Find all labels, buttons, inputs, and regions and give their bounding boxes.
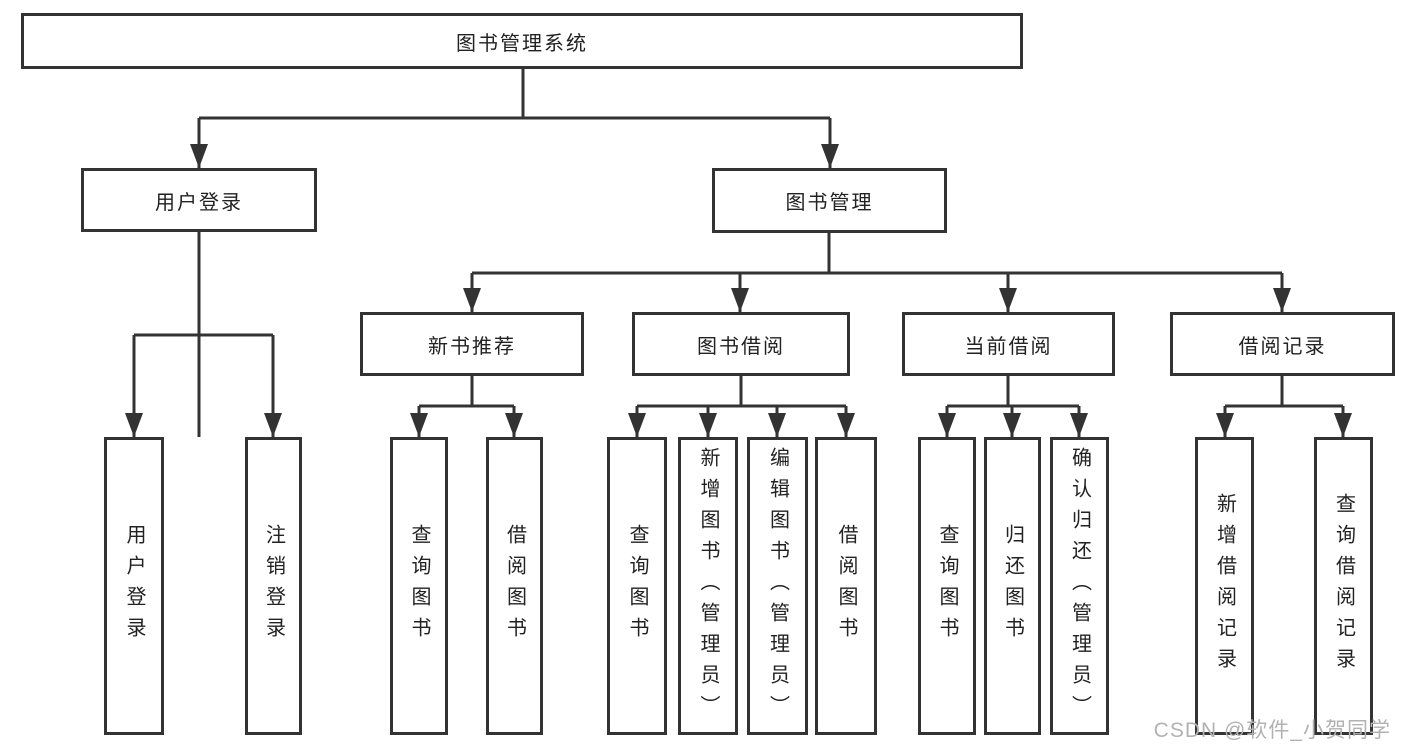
arrowhead-icon	[1003, 413, 1021, 437]
node-book-mgmt: 图书管理	[712, 168, 947, 233]
node-leaf-nbr-borrow-book: 借阅图书	[486, 437, 543, 735]
node-leaf-bb-borrow-book: 借阅图书	[815, 437, 877, 735]
node-leaf-logout: 注销登录	[245, 437, 302, 735]
node-current-borrow: 当前借阅	[902, 312, 1115, 376]
connector-user-login	[125, 232, 282, 437]
node-borrow-record: 借阅记录	[1170, 312, 1395, 376]
node-leaf-bb-edit-book-admin: 编辑图书（管理员）	[747, 437, 808, 735]
node-leaf-cb-query-book: 查询图书	[918, 437, 976, 735]
arrowhead-icon	[938, 413, 956, 437]
node-leaf-cb-return-book: 归还图书	[984, 437, 1041, 735]
node-leaf-user-login: 用户登录	[104, 437, 164, 735]
node-root: 图书管理系统	[21, 13, 1023, 69]
node-leaf-br-query-record: 查询借阅记录	[1314, 437, 1373, 735]
arrowhead-icon	[125, 413, 143, 437]
node-leaf-nbr-query-book: 查询图书	[390, 437, 448, 735]
arrowhead-icon	[731, 288, 749, 312]
node-leaf-bb-add-book-admin: 新增图书（管理员）	[678, 437, 738, 735]
connector-new-book-rec	[410, 376, 523, 437]
arrowhead-icon	[264, 413, 282, 437]
arrowhead-icon	[821, 144, 839, 168]
arrowhead-icon	[410, 413, 428, 437]
arrowhead-icon	[699, 413, 717, 437]
node-user-login: 用户登录	[81, 168, 317, 232]
connector-book-borrow	[628, 376, 855, 437]
connector-current-borrow	[938, 376, 1088, 437]
arrowhead-icon	[1070, 413, 1088, 437]
arrowhead-icon	[628, 413, 646, 437]
watermark: CSDN @软件_小贺同学	[1153, 719, 1391, 742]
connector-book-mgmt	[463, 233, 1291, 312]
node-leaf-cb-confirm-return-admin: 确认归还（管理员）	[1050, 437, 1109, 735]
node-book-borrow: 图书借阅	[632, 312, 850, 376]
arrowhead-icon	[463, 288, 481, 312]
arrowhead-icon	[190, 144, 208, 168]
arrowhead-icon	[1273, 288, 1291, 312]
arrowhead-icon	[837, 413, 855, 437]
node-leaf-br-add-record: 新增借阅记录	[1195, 437, 1254, 735]
arrowhead-icon	[505, 413, 523, 437]
arrowhead-icon	[768, 413, 786, 437]
node-new-book-rec: 新书推荐	[360, 312, 584, 376]
node-leaf-bb-query-book: 查询图书	[607, 437, 667, 735]
connector-root	[190, 69, 839, 437]
arrowhead-icon	[1334, 413, 1352, 437]
connector-borrow-record	[1216, 376, 1352, 437]
arrowhead-icon	[1216, 413, 1234, 437]
arrowhead-icon	[999, 288, 1017, 312]
